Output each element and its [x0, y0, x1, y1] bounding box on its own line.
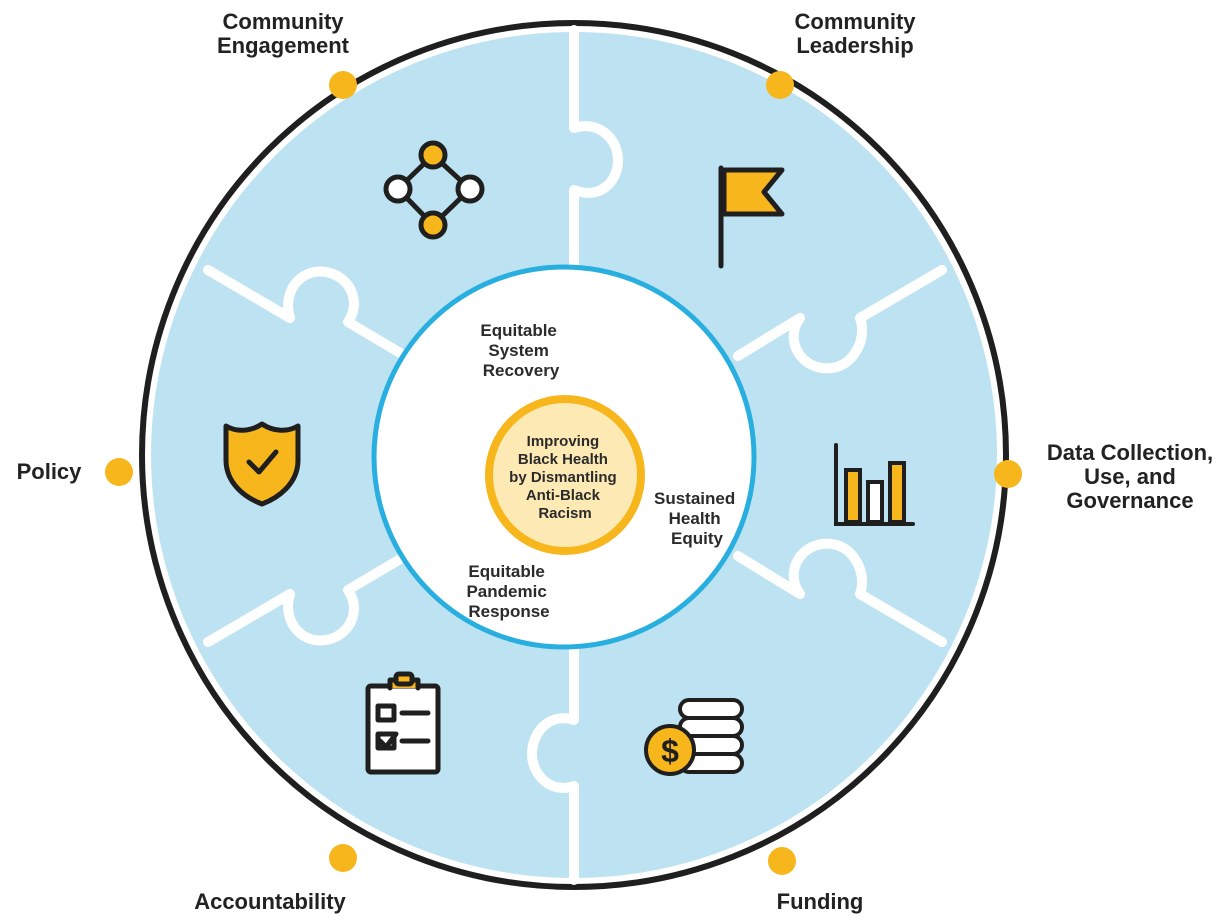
- marker-accountability: [329, 844, 357, 872]
- svg-text:$: $: [661, 733, 679, 769]
- puzzle-seams: [203, 25, 947, 885]
- seam-upper-right: [733, 265, 947, 374]
- label-data-collection: Data Collection, Use, and Governance: [1046, 440, 1214, 513]
- flag-icon: [718, 165, 785, 269]
- outcome-equitable-pandemic-response: Equitable Pandemic Response: [466, 562, 551, 621]
- seam-lower-right: [733, 538, 947, 647]
- center-circle: [485, 395, 645, 555]
- seam-top: [569, 25, 623, 280]
- outcome-equitable-system-recovery: Equitable System Recovery: [480, 321, 561, 380]
- seam-lower-left: [203, 547, 417, 647]
- seam-bottom: [527, 635, 579, 885]
- label-community-engagement: Community Engagement: [216, 9, 350, 58]
- seam-upper-left: [203, 265, 417, 365]
- badge-check-icon: [223, 421, 301, 507]
- clipboard-checklist-icon: [365, 671, 441, 775]
- marker-funding: [768, 847, 796, 875]
- outcome-sustained-health-equity: Sustained Health Equity: [654, 489, 740, 548]
- network-icon: [383, 140, 485, 240]
- center-title: Improving Black Health by Dismantling An…: [509, 433, 621, 522]
- label-community-leadership: Community Leadership: [794, 9, 916, 58]
- label-accountability: Accountability: [194, 889, 346, 914]
- outer-ring: [139, 20, 1009, 890]
- bar-chart-icon: [834, 443, 915, 526]
- marker-community-engagement: [329, 71, 357, 99]
- ring-markers: [105, 71, 1022, 875]
- marker-policy: [105, 458, 133, 486]
- coins-dollar-icon: $: [644, 698, 744, 776]
- marker-data-collection: [994, 460, 1022, 488]
- label-policy: Policy: [16, 459, 82, 484]
- label-funding: Funding: [776, 889, 864, 914]
- marker-community-leadership: [766, 71, 794, 99]
